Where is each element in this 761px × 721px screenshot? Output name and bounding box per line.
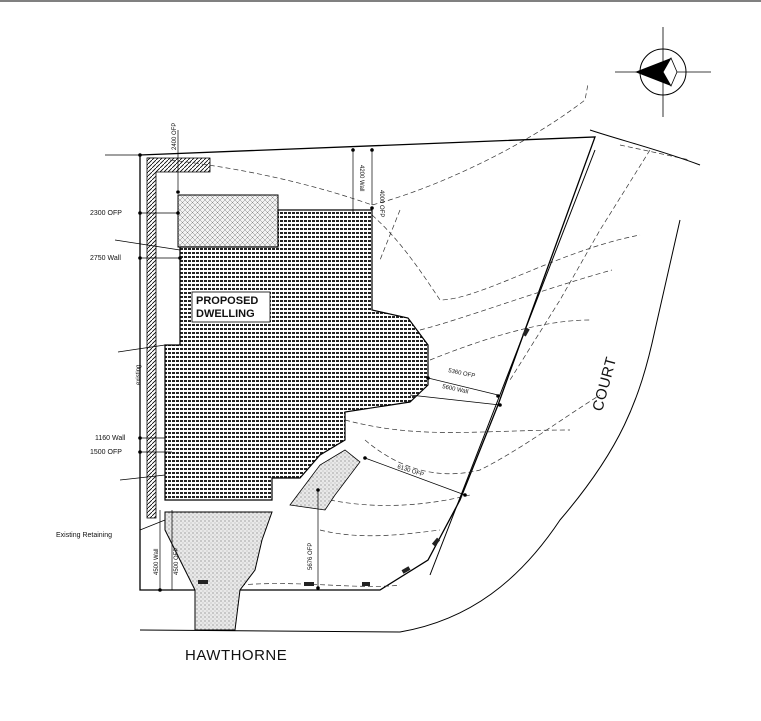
dim-5600-wall: 5600 Wall [442,384,469,395]
level-markers [198,327,530,586]
existing-retaining-label: Existing Retaining [56,532,112,539]
site-boundary [139,136,596,591]
dimension-ticks [138,148,502,592]
dim-2750-wall: 2750 Wall [90,255,121,262]
dim-4500-ofp: 4500 OFP [174,548,180,575]
dim-5360-ofp: 5360 OFP [448,368,476,380]
contour-lines [169,83,691,587]
carport [177,194,279,248]
dim-existing: existing [136,365,142,385]
dim-5676-ofp: 5676 OFP [308,543,314,570]
dwelling-label-box [191,291,271,323]
retaining-wall [146,157,157,519]
diagonal-line [429,149,596,576]
dim-4200-wall: 4200 Wall [358,165,364,191]
dwelling-label-2: DWELLING [196,308,255,320]
walkway [289,449,361,511]
dwelling-label-1: PROPOSED [196,295,258,307]
dim-4500-wall: 4500 Wall [154,549,160,575]
dim-2300-ofp: 2300 OFP [90,210,122,217]
dim-4000-ofp: 4000 OFP [378,190,384,217]
dimension-lines [105,130,501,590]
dwelling-footprint [164,209,429,501]
dim-1500-ofp: 1500 OFP [90,449,122,456]
street-court: COURT [589,355,620,413]
north-arrow-icon [615,27,711,117]
road-lines [139,129,701,633]
dim-1160-wall: 1160 Wall [95,435,126,442]
street-hawthorne: HAWTHORNE [185,647,287,664]
driveway [164,511,273,631]
boundary-wall-top [147,157,211,173]
dim-2400-ofp: 2400 OFP [172,123,178,150]
